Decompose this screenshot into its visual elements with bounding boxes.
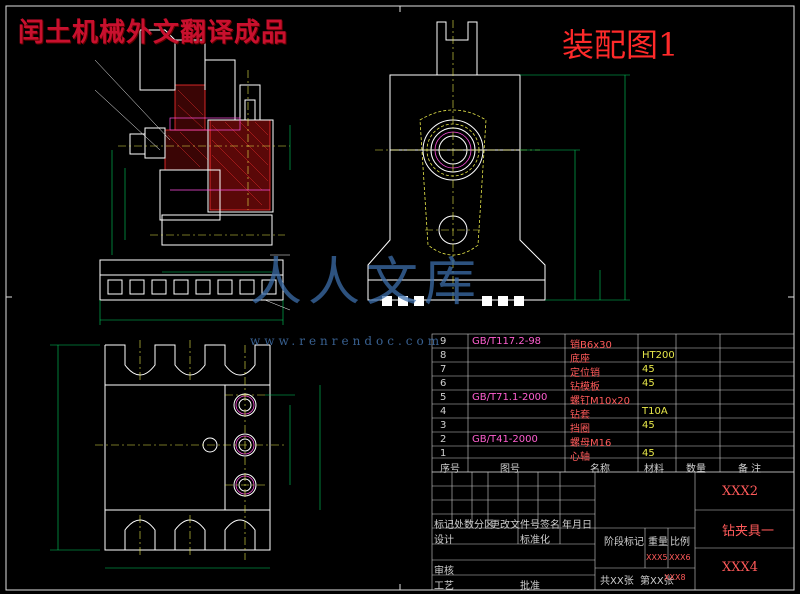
tb-scale: 比例	[670, 537, 690, 548]
parts-cell-no: 6	[440, 378, 447, 389]
tb-mark: 标记	[434, 520, 454, 531]
header-no: 序号	[440, 464, 460, 475]
tb-sheet-val: XXX8	[664, 573, 686, 582]
tb-date: 年月日	[562, 520, 592, 531]
tb-field-name: 钻夹具一	[722, 524, 775, 539]
tb-stage-mark: 阶段标记	[604, 537, 644, 548]
tb-sheets: 共XX张	[600, 576, 634, 587]
tb-approve: 批准	[520, 581, 540, 592]
parts-cell-name: 螺钉M10x20	[570, 396, 630, 407]
header-name: 名称	[590, 464, 610, 475]
title-block	[431, 471, 795, 591]
parts-cell-name: 挡圈	[570, 424, 590, 435]
parts-cell-material: 45	[642, 448, 655, 459]
front-section-view	[94, 29, 291, 325]
drawing-frame	[5, 5, 795, 591]
side-view	[367, 20, 630, 306]
parts-cell-material: 45	[642, 378, 655, 389]
tb-standard: 标准化	[520, 535, 550, 546]
parts-cell-no: 9	[440, 336, 447, 347]
parts-cell-no: 8	[440, 350, 447, 361]
parts-cell-name: 心轴	[570, 452, 590, 463]
drawing-title: 装配图1	[562, 26, 679, 64]
parts-cell-no: 3	[440, 420, 447, 431]
header-material: 材料	[644, 464, 664, 475]
parts-cell-no: 5	[440, 392, 447, 403]
parts-cell-code: GB/T117.2-98	[472, 336, 542, 347]
header-qty: 数量	[686, 464, 706, 475]
tb-sheet-no: 第XX张	[640, 576, 674, 587]
parts-cell-name: 螺母M16	[570, 438, 612, 449]
parts-list-table	[431, 333, 795, 473]
parts-cell-no: 7	[440, 364, 447, 375]
parts-cell-name: 钻模板	[570, 382, 600, 393]
parts-cell-no: 4	[440, 406, 447, 417]
parts-cell-code: GB/T41-2000	[472, 434, 538, 445]
header-remark: 备 注	[738, 464, 762, 475]
tb-weight-val: XXX5	[646, 553, 668, 562]
parts-cell-material: T10A	[642, 406, 668, 417]
tb-process: 工艺	[434, 581, 454, 592]
site-logo-watermark: 人人文库	[250, 253, 483, 313]
parts-cell-no: 2	[440, 434, 447, 445]
parts-cell-name: 定位销	[570, 368, 600, 379]
top-view	[50, 340, 321, 569]
tb-zone: 分区	[474, 520, 494, 531]
tb-weight: 重量	[648, 537, 668, 548]
tb-design: 设计	[434, 535, 454, 546]
tb-count: 处数	[454, 520, 474, 531]
parts-cell-material: 45	[642, 420, 655, 431]
parts-cell-no: 1	[440, 448, 447, 459]
tb-field-bottom: XXX4	[722, 560, 759, 575]
tb-sign: 签名	[540, 520, 560, 531]
watermark-text: 闰土机械外文翻译成品	[18, 18, 289, 48]
parts-cell-material: HT200	[642, 350, 675, 361]
parts-cell-name: 销B6x30	[570, 340, 612, 351]
parts-cell-name: 底座	[570, 354, 590, 365]
parts-cell-name: 钻套	[570, 410, 590, 421]
header-code: 图号	[500, 464, 520, 475]
tb-scale-val: XXX6	[669, 553, 691, 562]
site-url-watermark: www.renrendoc.com	[250, 334, 444, 348]
tb-change-doc: 更改文件号	[490, 520, 540, 531]
tb-field-top: XXX2	[722, 484, 759, 499]
tb-review: 审核	[434, 566, 454, 577]
parts-cell-code: GB/T71.1-2000	[472, 392, 548, 403]
parts-cell-material: 45	[642, 364, 655, 375]
